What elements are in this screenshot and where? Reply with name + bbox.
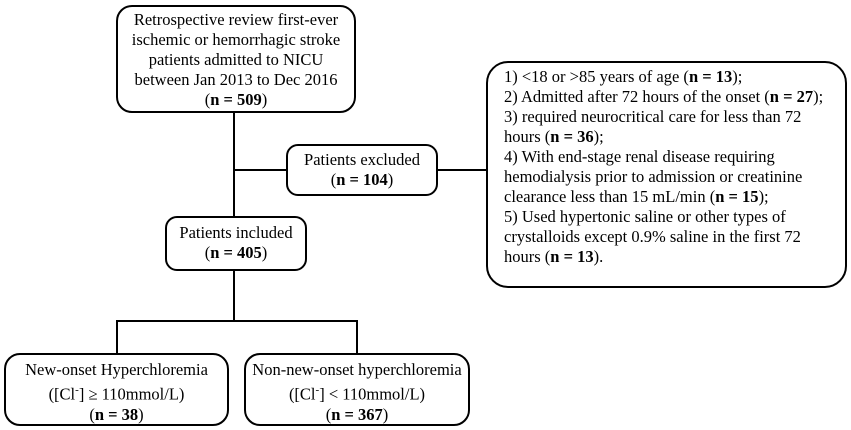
review-line-4: between Jan 2013 to Dec 2016 [134,70,338,89]
nonhyper-count-line: (n = 367) [325,404,389,424]
criteria-line-6: hemodialysis prior to admission or creat… [504,167,803,186]
excluded-box: Patients excluded (n = 104) [286,144,438,196]
connector-included-down [233,271,235,321]
criteria-line-2: 2) Admitted after 72 hours of the onset … [504,87,824,106]
review-line-1: Retrospective review first-ever [133,10,339,29]
criteria-line-9: crystalloids except 0.9% saline in the f… [504,227,801,246]
connector-horizontal-split [116,320,358,322]
hyper-count-line: (n = 38) [89,404,144,424]
criteria-line-10: hours (n = 13). [504,247,604,266]
hyper-criterion: ([Cl-] ≥ 110mmol/L) [48,384,185,404]
criteria-line-3: 3) required neurocritical care for less … [504,107,802,126]
included-label: Patients included [179,223,293,242]
criteria-line-5: 4) With end-stage renal disease requirin… [504,147,775,166]
nonhyper-count: n = 367 [331,404,383,424]
hyper-count: n = 38 [94,404,139,424]
included-count-line: (n = 405) [204,243,268,262]
connector-to-nonhyper [356,320,358,353]
review-count-line: (n = 509) [204,90,268,109]
hyper-title: New-onset Hyperchloremia [25,360,208,379]
review-count: n = 509 [210,90,262,109]
review-box: Retrospective review first-ever ischemic… [116,5,356,113]
review-line-2: ischemic or hemorrhagic stroke [131,30,341,49]
included-box: Patients included (n = 405) [165,216,307,271]
review-line-3: patients admitted to NICU [148,50,324,69]
connector-to-excluded [233,169,287,171]
nonhyper-title: Non-new-onset hyperchloremia [252,360,462,379]
criteria-line-1: 1) <18 or >85 years of age (n = 13); [504,67,743,86]
connector-to-hyper [116,320,118,353]
criteria-line-7: clearance less than 15 mL/min (n = 15); [504,187,769,206]
non-hyperchloremia-box: Non-new-onset hyperchloremia ([Cl-] < 11… [244,353,470,426]
hyperchloremia-box: New-onset Hyperchloremia ([Cl-] ≥ 110mmo… [4,353,229,426]
excluded-count: n = 104 [336,170,388,189]
criteria-line-4: hours (n = 36); [504,127,604,146]
connector-review-to-included [233,113,235,216]
criteria-line-8: 5) Used hypertonic saline or other types… [504,207,786,226]
excluded-label: Patients excluded [304,150,420,169]
exclusion-criteria-box: 1) <18 or >85 years of age (n = 13); 2) … [486,61,847,288]
nonhyper-criterion: ([Cl-] < 110mmol/L) [288,384,426,404]
included-count: n = 405 [210,243,262,262]
connector-excluded-to-criteria [437,169,487,171]
excluded-count-line: (n = 104) [330,170,394,189]
